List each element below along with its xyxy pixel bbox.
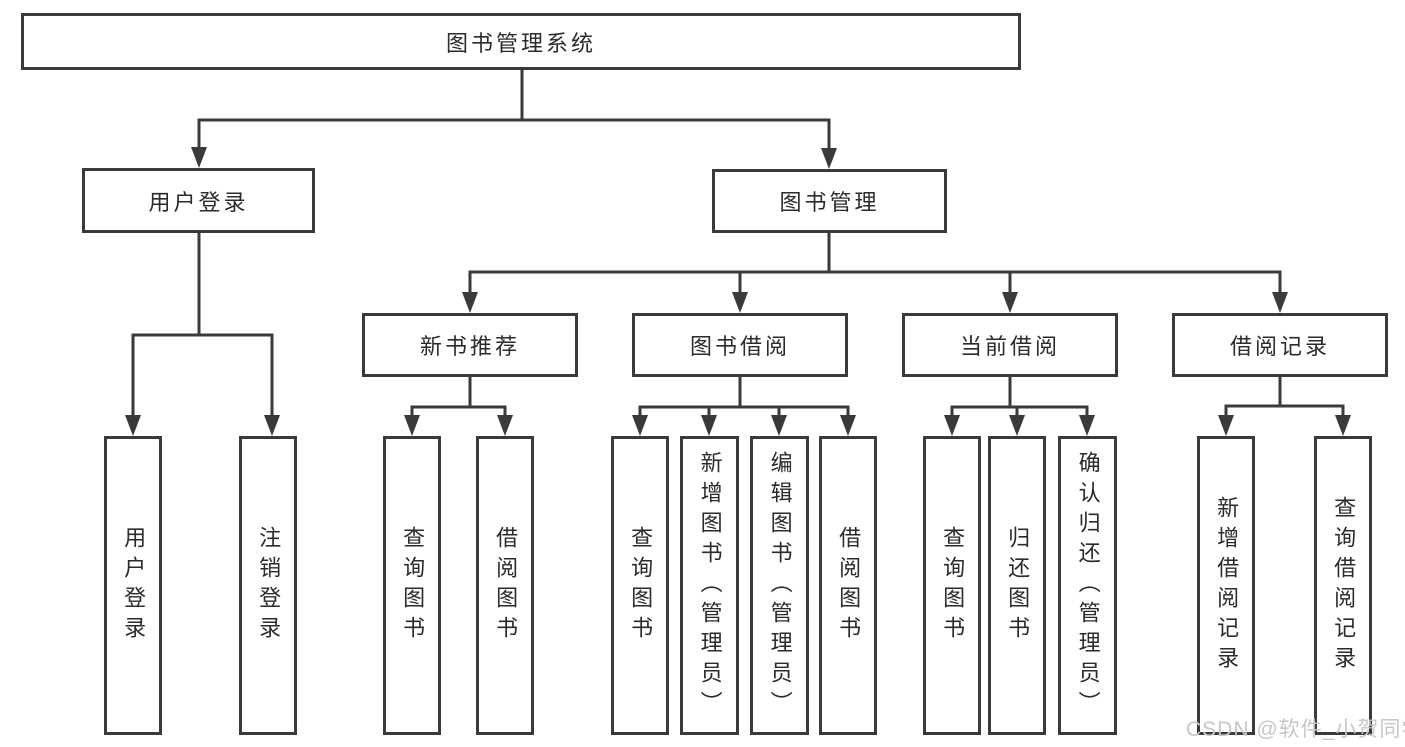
node-current-borrow: 当前借阅	[902, 313, 1118, 377]
leaf-cb-confirm-return: 确认归还（管理员）	[1058, 436, 1117, 735]
leaf-cb-return-books: 归还图书	[988, 436, 1046, 735]
node-borrow-record: 借阅记录	[1172, 313, 1388, 377]
leaf-cb-query-books-label: 查询图书	[940, 525, 966, 646]
leaf-logout-label: 注销登录	[256, 525, 282, 646]
leaf-br-add-record-label: 新增借阅记录	[1214, 495, 1240, 676]
leaf-user-login-label: 用户登录	[121, 525, 147, 646]
arrowhead-down-icon	[497, 415, 513, 436]
node-user-login: 用户登录	[82, 168, 315, 233]
arrowhead-down-icon	[1218, 415, 1234, 436]
arrowhead-down-icon	[701, 415, 717, 436]
node-book-mgmt-label: 图书管理	[779, 190, 880, 215]
arrowhead-down-icon	[840, 415, 856, 436]
arrowhead-down-icon	[1335, 415, 1351, 436]
arrowhead-down-icon	[1272, 292, 1288, 313]
leaf-nb-borrow-books-label: 借阅图书	[493, 525, 519, 646]
node-new-book-label: 新书推荐	[419, 334, 520, 359]
leaf-bb-query-books-label: 查询图书	[628, 525, 654, 646]
connector-current-borrow-to-leaves	[944, 377, 1095, 436]
node-user-login-label: 用户登录	[148, 189, 249, 215]
leaf-br-add-record: 新增借阅记录	[1197, 436, 1255, 735]
arrowhead-down-icon	[404, 415, 420, 436]
watermark: CSDN @软件_小贺同学	[1186, 718, 1405, 741]
leaf-br-query-record-label: 查询借阅记录	[1331, 495, 1357, 676]
arrowhead-down-icon	[1079, 415, 1095, 436]
node-current-borrow-label: 当前借阅	[959, 334, 1060, 359]
connector-book-borrow-to-leaves	[632, 377, 856, 436]
node-root: 图书管理系统	[21, 13, 1021, 70]
connector-new-book-to-leaves	[404, 377, 513, 436]
connector-borrow-record-to-leaves	[1218, 377, 1351, 436]
arrowhead-down-icon	[944, 415, 960, 436]
leaf-nb-query-books: 查询图书	[383, 436, 441, 735]
arrowhead-down-icon	[1002, 292, 1018, 313]
node-book-mgmt: 图书管理	[712, 169, 947, 233]
leaf-nb-query-books-label: 查询图书	[400, 525, 426, 646]
arrowhead-down-icon	[125, 415, 141, 436]
arrowhead-down-icon	[632, 415, 648, 436]
leaf-bb-add-books-label: 新增图书（管理员）	[697, 450, 723, 721]
node-root-label: 图书管理系统	[445, 30, 596, 56]
leaf-cb-query-books: 查询图书	[923, 436, 981, 735]
leaf-cb-confirm-return-label: 确认归还（管理员）	[1075, 450, 1101, 721]
leaf-bb-borrow-books: 借阅图书	[819, 436, 877, 735]
arrowhead-down-icon	[191, 147, 207, 168]
arrowhead-down-icon	[771, 415, 787, 436]
leaf-user-login: 用户登录	[104, 436, 162, 735]
arrowhead-down-icon	[1009, 415, 1025, 436]
arrowhead-down-icon	[462, 292, 478, 313]
node-new-book: 新书推荐	[362, 313, 578, 377]
arrowhead-down-icon	[821, 148, 837, 169]
arrowhead-down-icon	[732, 292, 748, 313]
node-borrow-record-label: 借阅记录	[1229, 334, 1330, 359]
node-book-borrow: 图书借阅	[632, 313, 848, 377]
leaf-bb-borrow-books-label: 借阅图书	[836, 525, 862, 646]
connector-book-mgmt-to-level3	[462, 233, 1288, 313]
connector-root-to-level2	[191, 70, 837, 169]
leaf-bb-edit-books: 编辑图书（管理员）	[750, 436, 809, 735]
arrowhead-down-icon	[264, 415, 280, 436]
leaf-nb-borrow-books: 借阅图书	[476, 436, 534, 735]
node-book-borrow-label: 图书借阅	[689, 334, 790, 359]
leaf-logout: 注销登录	[239, 436, 297, 735]
leaf-bb-query-books: 查询图书	[611, 436, 669, 735]
leaf-bb-add-books: 新增图书（管理员）	[680, 436, 739, 735]
leaf-br-query-record: 查询借阅记录	[1314, 436, 1372, 735]
leaf-cb-return-books-label: 归还图书	[1005, 525, 1031, 646]
connector-user-login-to-leaves	[125, 233, 280, 436]
leaf-bb-edit-books-label: 编辑图书（管理员）	[767, 450, 793, 721]
